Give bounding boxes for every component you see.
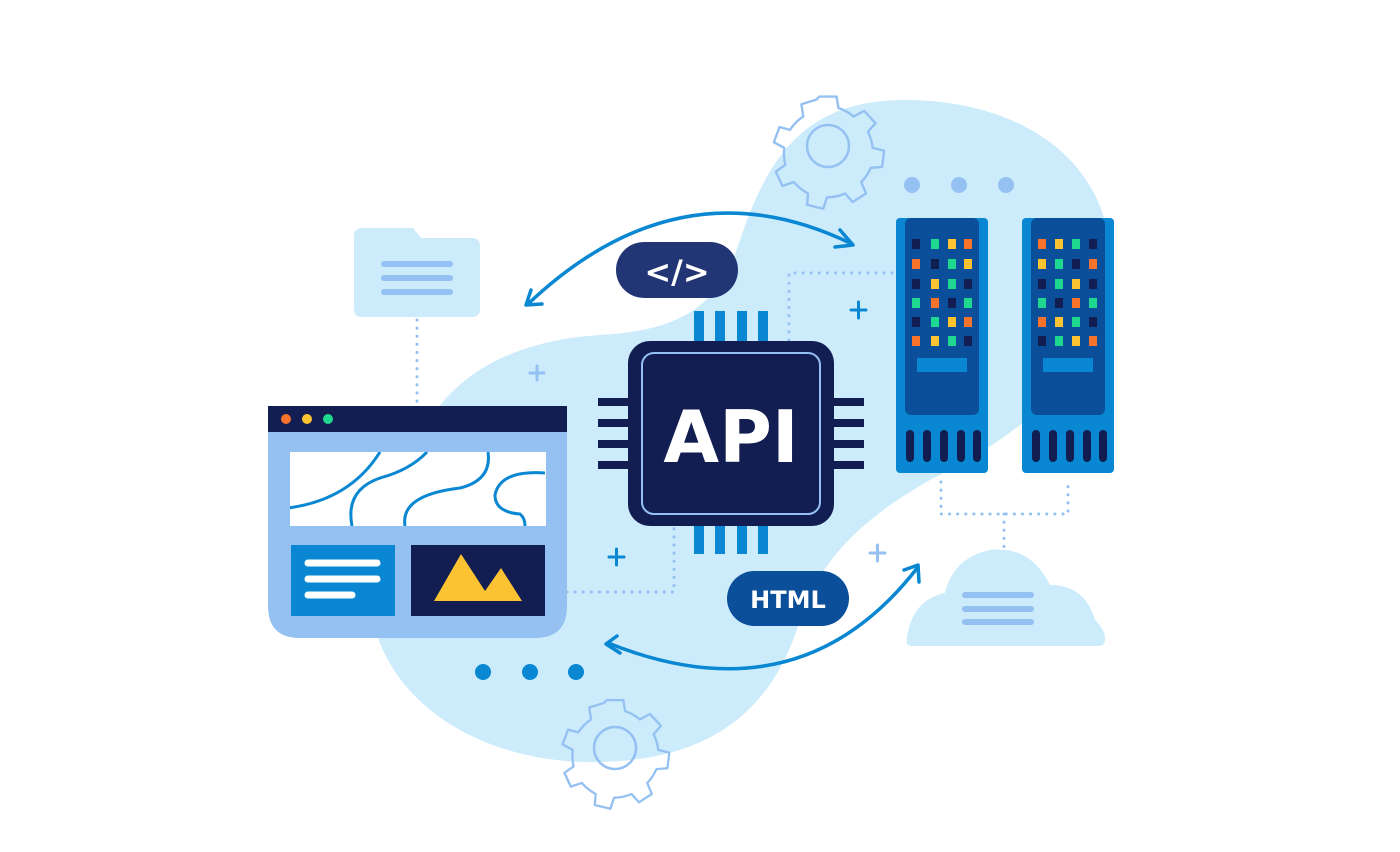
- server-rack: [896, 218, 988, 473]
- image-panel: [411, 545, 545, 616]
- html-badge: HTML: [727, 571, 849, 626]
- gear-icon: [561, 699, 671, 810]
- api-label: API: [663, 395, 798, 479]
- cloud-icon: [906, 549, 1106, 646]
- dots-decoration: [904, 177, 1014, 193]
- window-dot-icon: [281, 414, 291, 424]
- dots-decoration: [475, 664, 584, 680]
- server-rack: [1022, 218, 1114, 473]
- map-panel: [290, 452, 546, 526]
- html-badge-label: HTML: [750, 586, 826, 614]
- dotted-connector: [415, 271, 1070, 594]
- plus-icon: [868, 543, 887, 563]
- server-lights: [1038, 239, 1097, 346]
- gear-icon: [772, 95, 886, 210]
- window-dot-icon: [323, 414, 333, 424]
- browser-window: [268, 406, 567, 638]
- text-panel: [291, 545, 395, 616]
- mountain-icon: [434, 554, 522, 601]
- window-dot-icon: [302, 414, 312, 424]
- api-chip: API: [598, 311, 864, 554]
- plus-icon: [607, 547, 626, 567]
- curved-arrow: [524, 211, 921, 671]
- code-badge-label: </>: [644, 253, 709, 291]
- code-badge: </>: [616, 242, 738, 298]
- folder-icon: [354, 228, 480, 317]
- plus-icon: [528, 364, 546, 382]
- server-lights: [912, 239, 972, 346]
- plus-icon: [849, 300, 868, 320]
